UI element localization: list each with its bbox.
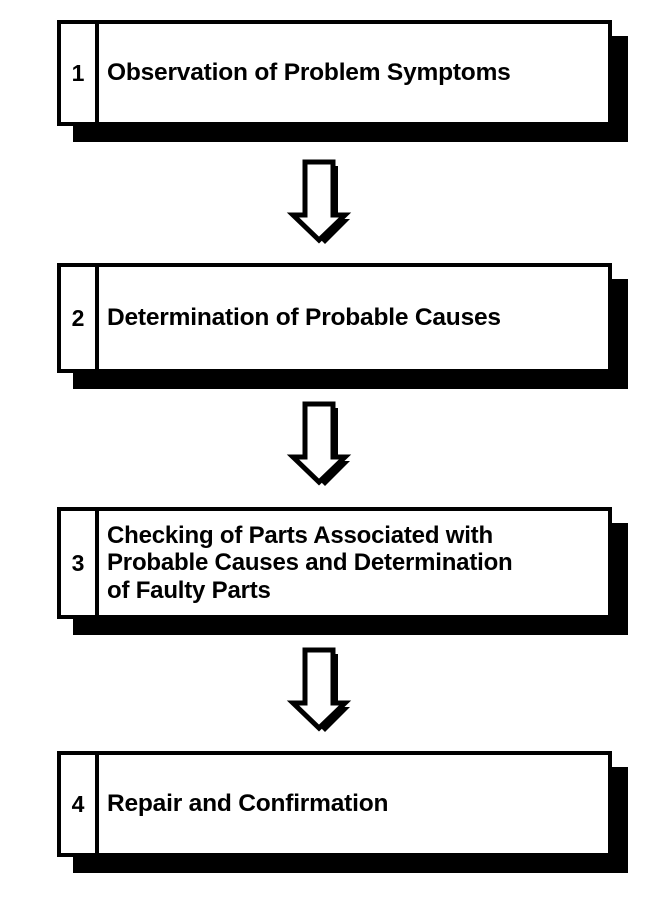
step-3-number-cell: 3 [61, 511, 99, 615]
down-arrow-icon-2 [285, 400, 357, 486]
step-1-number: 1 [71, 59, 85, 86]
step-4-number-cell: 4 [61, 755, 99, 853]
step-4-box: 4 Repair and Confirmation [57, 751, 612, 857]
step-3-box: 3 Checking of Parts Associated with Prob… [57, 507, 612, 619]
down-arrow-icon-3 [285, 646, 357, 732]
down-arrow-icon-1 [285, 158, 357, 244]
step-4-label-cell: Repair and Confirmation [99, 755, 608, 853]
step-3-label: Checking of Parts Associated with Probab… [107, 522, 513, 604]
step-1-number-cell: 1 [61, 24, 99, 122]
step-3-label-cell: Checking of Parts Associated with Probab… [99, 511, 608, 615]
step-4-number: 4 [71, 790, 85, 817]
flowchart-step-3: 3 Checking of Parts Associated with Prob… [57, 507, 628, 635]
flowchart-step-1: 1 Observation of Problem Symptoms [57, 20, 628, 142]
step-1-box: 1 Observation of Problem Symptoms [57, 20, 612, 126]
flowchart-step-4: 4 Repair and Confirmation [57, 751, 628, 873]
step-3-number: 3 [71, 549, 85, 576]
step-1-label: Observation of Problem Symptoms [107, 58, 511, 86]
step-2-label: Determination of Probable Causes [107, 303, 501, 331]
step-1-label-cell: Observation of Problem Symptoms [99, 24, 608, 122]
step-2-box: 2 Determination of Probable Causes [57, 263, 612, 373]
flowchart-step-2: 2 Determination of Probable Causes [57, 263, 628, 389]
step-2-label-cell: Determination of Probable Causes [99, 267, 608, 369]
step-4-label: Repair and Confirmation [107, 789, 389, 817]
step-2-number: 2 [71, 304, 85, 331]
step-2-number-cell: 2 [61, 267, 99, 369]
